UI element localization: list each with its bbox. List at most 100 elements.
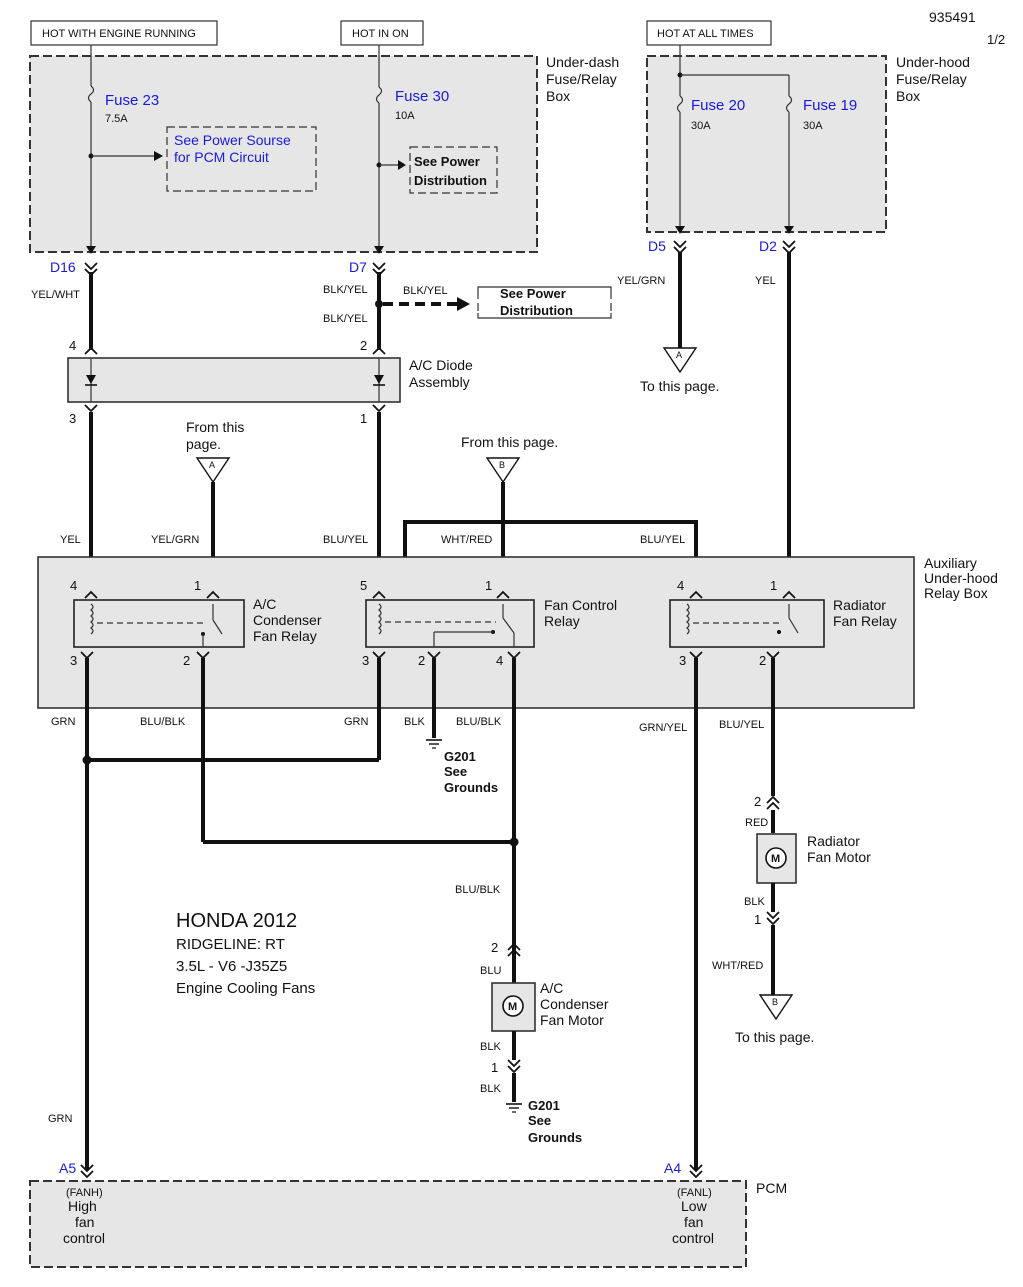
fuse-20-rating: 30A <box>691 120 711 132</box>
vehicle-make-year: HONDA 2012 <box>176 910 297 932</box>
fuse-30-name: Fuse 30 <box>395 88 449 105</box>
wire-label-blu: BLU <box>480 965 501 977</box>
hot-at-all-times-label: HOT AT ALL TIMES <box>646 20 772 46</box>
wire-label-blu-blk: BLU/BLK <box>456 716 502 728</box>
wire-label-blk-yel: BLK/YEL <box>403 285 448 297</box>
pcm-box <box>29 1180 747 1268</box>
ground-g201-label: See <box>444 764 467 779</box>
svg-text:B: B <box>772 997 778 1007</box>
reference-triangle-b <box>485 457 521 484</box>
wire-label-grn: GRN <box>48 1113 73 1125</box>
wire-label-blu-yel: BLU/YEL <box>719 719 764 731</box>
radiator-relay-label: Radiator <box>833 597 886 613</box>
terminal-d16: D16 <box>50 259 76 275</box>
pcm-label: PCM <box>756 1180 787 1196</box>
high-fan-control-label: High <box>68 1198 97 1214</box>
hot-with-engine-running-label: HOT WITH ENGINE RUNNING <box>30 20 218 46</box>
document-number: 935491 <box>929 9 976 25</box>
svg-text:1: 1 <box>194 578 201 593</box>
svg-text:2: 2 <box>759 653 766 668</box>
high-fan-control-label: control <box>63 1230 105 1246</box>
ac-condenser-relay-label: A/C <box>253 596 276 612</box>
wire-label-wht-red: WHT/RED <box>712 960 763 972</box>
svg-text:3: 3 <box>70 653 77 668</box>
pcm-fanh-terminal: (FANH) <box>66 1187 103 1199</box>
wire-label-blu-blk: BLU/BLK <box>455 884 501 896</box>
under-hood-fuse-relay-box <box>646 55 887 233</box>
radiator-fan-relay <box>669 599 825 648</box>
from-this-page-b-label: From this page. <box>461 434 558 450</box>
radiator-motor-label: Radiator <box>807 833 860 849</box>
ac-condenser-fan-relay <box>73 599 245 648</box>
fuse-19-name: Fuse 19 <box>803 97 857 114</box>
svg-text:1: 1 <box>754 912 761 927</box>
svg-text:1: 1 <box>770 578 777 593</box>
wire-label-blk: BLK <box>480 1083 501 1095</box>
svg-text:HOT AT ALL TIMES: HOT AT ALL TIMES <box>657 28 754 40</box>
svg-text:4: 4 <box>70 578 77 593</box>
ac-condenser-motor-label: Fan Motor <box>540 1012 604 1028</box>
wire-label-grn: GRN <box>51 716 76 728</box>
svg-text:3: 3 <box>679 653 686 668</box>
diode-assembly-label: Assembly <box>409 374 470 390</box>
svg-text:M: M <box>508 1001 517 1013</box>
wire-label-yel: YEL <box>755 275 776 287</box>
vehicle-engine: 3.5L - V6 -J35Z5 <box>176 958 287 975</box>
ground-g201-label: G201 <box>444 749 476 764</box>
aux-box-label: Under-hood <box>924 570 998 586</box>
wire-label-red: RED <box>745 817 768 829</box>
fuse-23-symbol <box>87 85 95 103</box>
ground-g201-label: G201 <box>528 1098 560 1113</box>
from-this-page-a-label: page. <box>186 436 221 452</box>
svg-text:HOT WITH ENGINE RUNNING: HOT WITH ENGINE RUNNING <box>42 28 196 40</box>
under-dash-box-label: Under-dash <box>546 54 619 70</box>
page-indicator: 1/2 <box>987 32 1005 47</box>
ground-g201-label: Grounds <box>528 1130 582 1145</box>
wire-label-yel-wht: YEL/WHT <box>31 289 80 301</box>
wire-label-blk: BLK <box>744 896 765 908</box>
ac-condenser-relay-label: Fan Relay <box>253 628 317 644</box>
svg-text:A: A <box>209 460 215 470</box>
svg-text:HOT IN ON: HOT IN ON <box>352 28 409 40</box>
fuse-30-symbol <box>375 86 383 104</box>
svg-text:5: 5 <box>360 578 367 593</box>
wire-label-blk: BLK <box>404 716 425 728</box>
under-dash-box-label: Box <box>546 88 570 104</box>
ground-g201-label: Grounds <box>444 780 498 795</box>
low-fan-control-label: fan <box>684 1214 703 1230</box>
svg-text:2: 2 <box>183 653 190 668</box>
terminal-d7: D7 <box>349 259 367 275</box>
reference-triangle-a <box>195 457 231 484</box>
diode-assembly-label: A/C Diode <box>409 357 473 373</box>
ac-condenser-fan-motor: M <box>491 982 536 1032</box>
svg-text:B: B <box>499 460 505 470</box>
wire-label-yel-grn: YEL/GRN <box>151 534 199 546</box>
low-fan-control-label: Low <box>681 1198 708 1214</box>
svg-text:4: 4 <box>677 578 684 593</box>
terminal-a5: A5 <box>59 1160 76 1176</box>
svg-text:4: 4 <box>69 338 76 353</box>
under-hood-box-label: Under-hood <box>896 54 970 70</box>
power-distribution-note: See Power <box>414 154 480 169</box>
svg-text:1: 1 <box>485 578 492 593</box>
svg-text:3: 3 <box>362 653 369 668</box>
ac-condenser-motor-label: A/C <box>540 980 563 996</box>
fan-control-relay-label: Fan Control <box>544 597 617 613</box>
wire-label-blu-blk: BLU/BLK <box>140 716 186 728</box>
ac-diode-assembly <box>67 357 401 403</box>
svg-text:2: 2 <box>418 653 425 668</box>
hot-in-on-label: HOT IN ON <box>340 20 424 46</box>
under-dash-fuse-relay-box <box>29 55 538 253</box>
fuse-23-name: Fuse 23 <box>105 92 159 109</box>
wire-label-blk-yel: BLK/YEL <box>323 284 368 296</box>
under-hood-box-label: Box <box>896 88 920 104</box>
ground-g201-icon <box>426 739 442 749</box>
svg-text:2: 2 <box>491 940 498 955</box>
from-this-page-a-label: From this <box>186 419 244 435</box>
fuse-20-name: Fuse 20 <box>691 97 745 114</box>
ground-g201-label: See <box>528 1113 551 1128</box>
svg-text:3: 3 <box>69 411 76 426</box>
svg-text:M: M <box>771 853 780 865</box>
fuse-23-rating: 7.5A <box>105 113 128 125</box>
